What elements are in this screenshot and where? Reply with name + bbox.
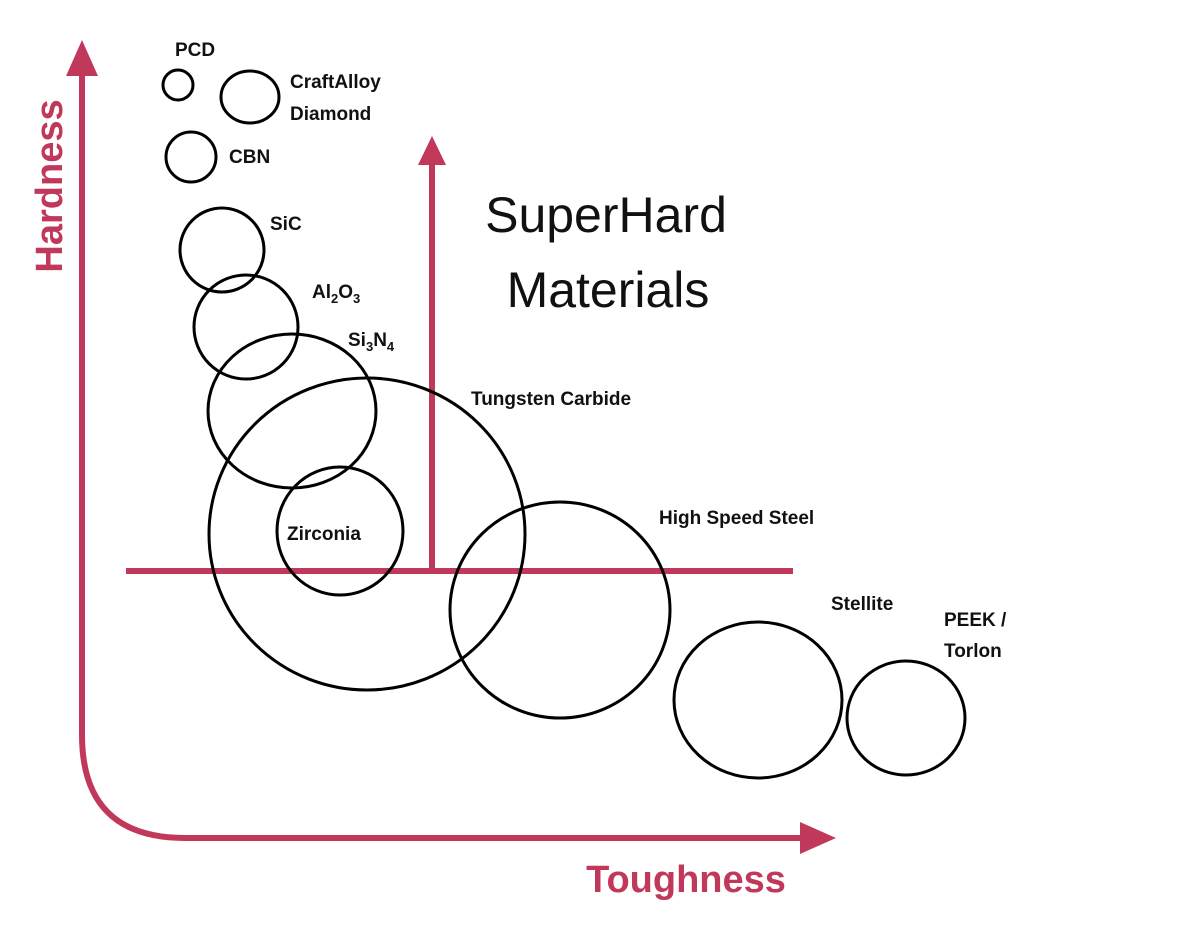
- craftalloy-label-line2: Diamond: [290, 104, 371, 125]
- superhard-arrowhead: [418, 136, 446, 165]
- y-axis-arrowhead: [66, 40, 98, 76]
- al2o3-label-b: 2: [331, 291, 338, 306]
- al2o3-label: Al2O3: [312, 282, 360, 306]
- cbn-circle: [164, 130, 218, 184]
- hardness-toughness-axis: [79, 72, 808, 841]
- zirconia-circle: [275, 465, 405, 597]
- si3n4-label-a: Si: [348, 330, 366, 351]
- si3n4-label-d: 4: [387, 339, 395, 354]
- si3n4-label: Si3N4: [348, 330, 395, 354]
- al2o3-label-d: 3: [353, 291, 360, 306]
- peek-torlon-circle: [845, 659, 967, 777]
- y-axis-label: Hardness: [29, 99, 71, 272]
- si3n4-circle: [206, 332, 378, 490]
- si3n4-label-b: 3: [366, 339, 373, 354]
- diagram-title-line2: Materials: [507, 262, 710, 318]
- pcd-circle: [161, 68, 195, 102]
- stellite-label: Stellite: [831, 594, 893, 615]
- si3n4-label-c: N: [373, 330, 387, 351]
- tungsten-carbide-circle: [207, 376, 527, 692]
- peek-label-line1: PEEK /: [944, 610, 1007, 631]
- diagram-title-line1: SuperHard: [485, 187, 727, 243]
- tungsten-carbide-label: Tungsten Carbide: [471, 389, 631, 410]
- zirconia-label: Zirconia: [287, 524, 361, 545]
- cbn-label: CBN: [229, 147, 270, 168]
- peek-label-line2: Torlon: [944, 641, 1002, 662]
- craftalloy-diamond-circle: [219, 69, 281, 125]
- sic-label: SiC: [270, 214, 302, 235]
- stellite-circle: [672, 620, 844, 780]
- pcd-label: PCD: [175, 40, 215, 61]
- al2o3-circle: [192, 273, 300, 381]
- x-axis-arrowhead: [800, 822, 836, 854]
- craftalloy-label-line1: CraftAlloy: [290, 72, 381, 93]
- high-speed-steel-label: High Speed Steel: [659, 508, 814, 529]
- al2o3-label-a: Al: [312, 282, 331, 303]
- high-speed-steel-circle: [448, 500, 672, 720]
- al2o3-label-c: O: [338, 282, 353, 303]
- x-axis-label: Toughness: [586, 859, 786, 901]
- sic-circle: [178, 206, 266, 294]
